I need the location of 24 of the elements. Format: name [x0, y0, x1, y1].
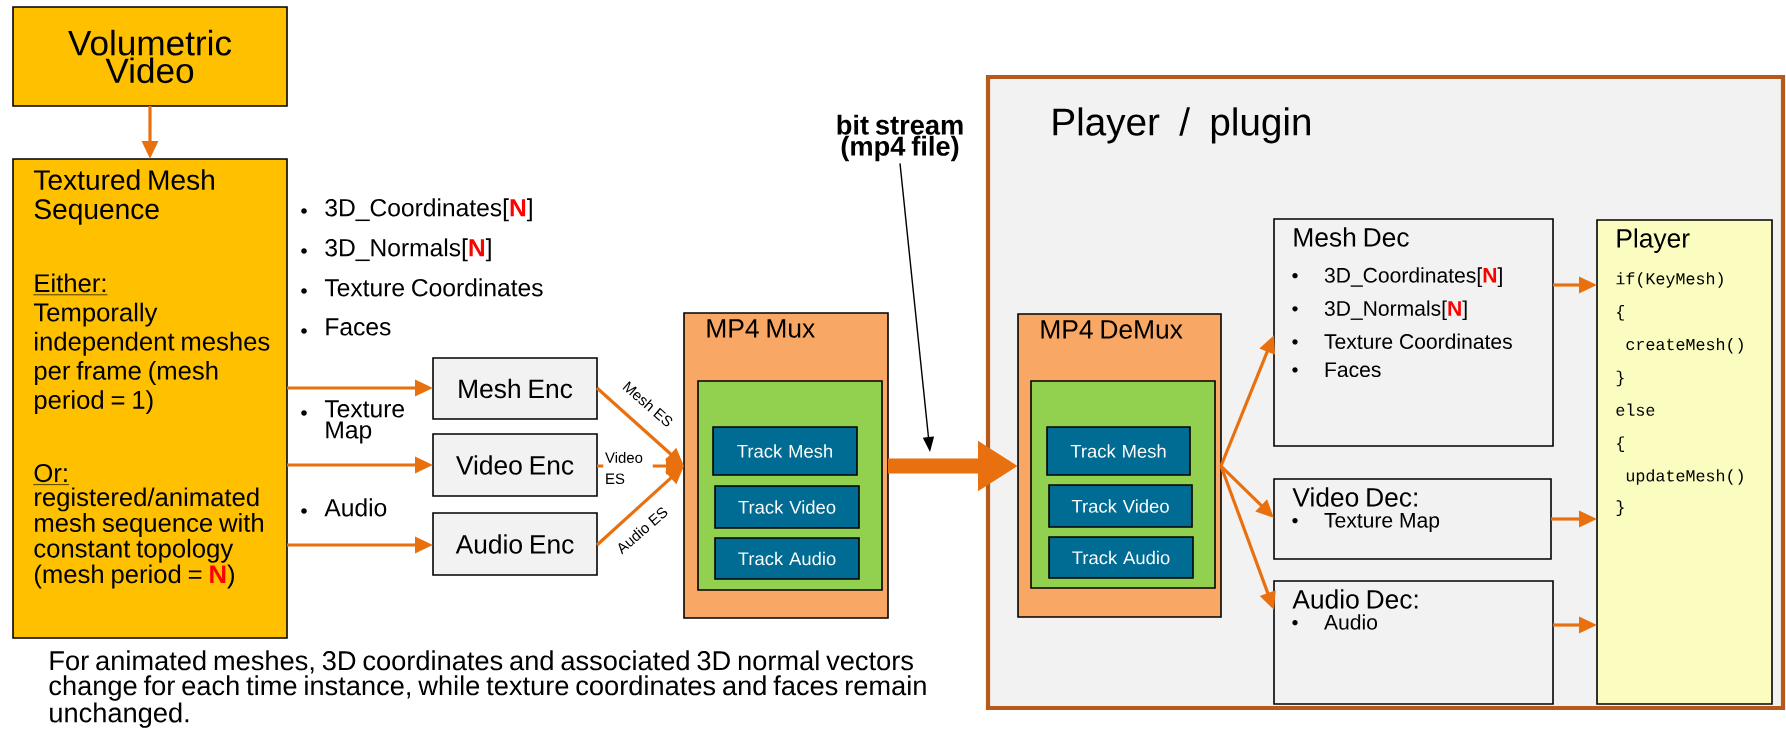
- track-box: Track Mesh: [712, 426, 858, 476]
- track-box: Track Mesh: [1046, 426, 1191, 476]
- track-box: Track Video: [1048, 484, 1193, 528]
- bullet-item: Texture Coordinates: [301, 278, 543, 297]
- bullet-item: 3D_Normals[N]: [301, 238, 491, 262]
- edge-label: Video ES: [603, 450, 653, 486]
- process-box: Video Dec: Texture Map: [1273, 478, 1552, 560]
- bullet-item: Audio: [301, 498, 387, 517]
- track-box: Track Video: [714, 485, 860, 529]
- caption-text: For animated meshes, 3D coordinates and associated 3D normal vectors change for each time instance, while texture coordinates and faces remain unchanged.: [49, 650, 926, 728]
- bullet-item: Faces: [301, 318, 391, 336]
- process-box: Mesh Enc: [432, 357, 598, 420]
- bullet-item: Texture Map: [301, 400, 404, 444]
- track-box: Track Audio: [1048, 536, 1194, 579]
- track-box: Track Audio: [714, 537, 860, 580]
- code-panel: Player if(KeyMesh) { createMesh() } else { updateMesh() }: [1596, 219, 1773, 705]
- process-box: Mesh Dec 3D_Coordinates[N] 3D_Normals[N] Texture Coordinates Faces: [1273, 218, 1554, 447]
- process-box: Audio Dec: Audio: [1273, 580, 1554, 705]
- annotation-text: bit stream (mp4 file): [837, 114, 963, 162]
- process-box: Audio Enc: [432, 512, 598, 576]
- title-box: Volumetric Video: [12, 6, 288, 107]
- process-box: Video Enc: [432, 433, 598, 497]
- bullet-item: 3D_Coordinates[N]: [301, 198, 532, 222]
- process-box: Textured Mesh Sequence Either: Temporally independent meshes per frame (mesh period = 1) Or: registered/animated mesh sequence with constant topology (mesh period = N): [12, 158, 288, 639]
